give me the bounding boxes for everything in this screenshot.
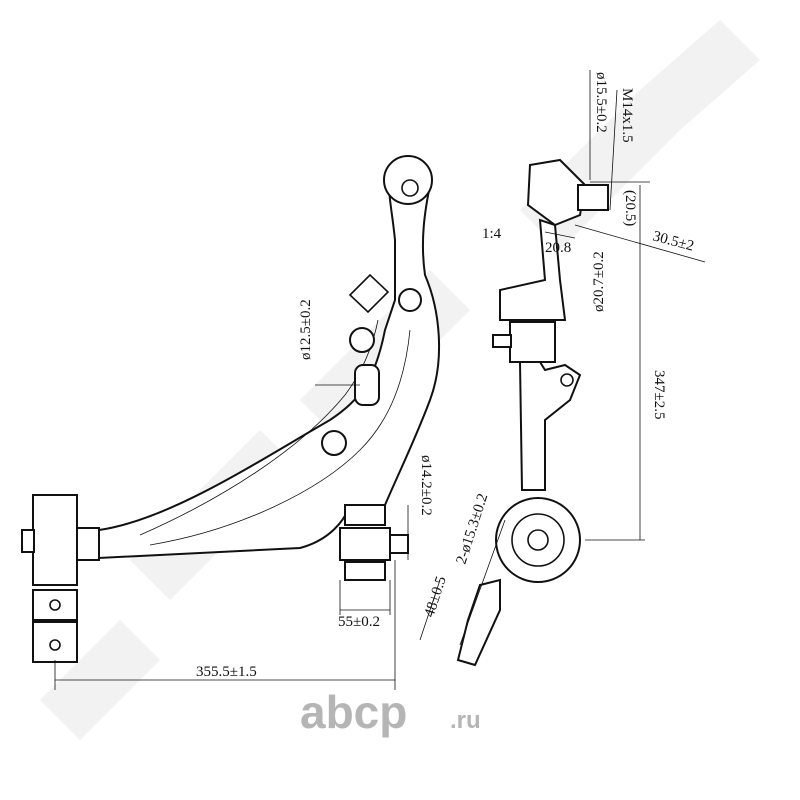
logo-main: abcp bbox=[300, 686, 407, 738]
logo-suffix: .ru bbox=[450, 707, 481, 734]
control-arm-front-view bbox=[21, 155, 441, 663]
scale-label: 1:4 bbox=[482, 226, 502, 242]
dim-taper-dia: ø20.7±0.2 bbox=[591, 251, 607, 312]
dim-bracket-width: 48±0.5 bbox=[422, 574, 450, 619]
dim-hole-dia: ø12.5±0.2 bbox=[298, 299, 314, 360]
abcp-logo: abcp .ru bbox=[300, 686, 481, 738]
dim-overall-height: 347±2.5 bbox=[651, 370, 667, 419]
dim-stud-len-ref: (20.5) bbox=[622, 190, 638, 226]
dimension-labels: 1:4 ø15.5±0.2 M14x1.5 (20.5) 20.8 30.5±2… bbox=[196, 72, 696, 680]
dim-thread: M14x1.5 bbox=[619, 88, 635, 143]
dim-ball-stud-dia: ø15.5±0.2 bbox=[593, 72, 609, 133]
dim-rear-bush-dia: ø14.2±0.2 bbox=[418, 455, 434, 516]
dim-rear-bush-width: 55±0.2 bbox=[338, 614, 380, 630]
control-arm-side-view bbox=[456, 158, 609, 667]
dim-mount-holes: 2-ø15.3±0.2 bbox=[454, 492, 492, 567]
dimension-lines bbox=[54, 70, 706, 690]
dim-overall-length: 355.5±1.5 bbox=[196, 664, 257, 680]
dim-stud-height: 30.5±2 bbox=[651, 228, 696, 254]
dim-stud-offset: 20.8 bbox=[545, 240, 571, 256]
